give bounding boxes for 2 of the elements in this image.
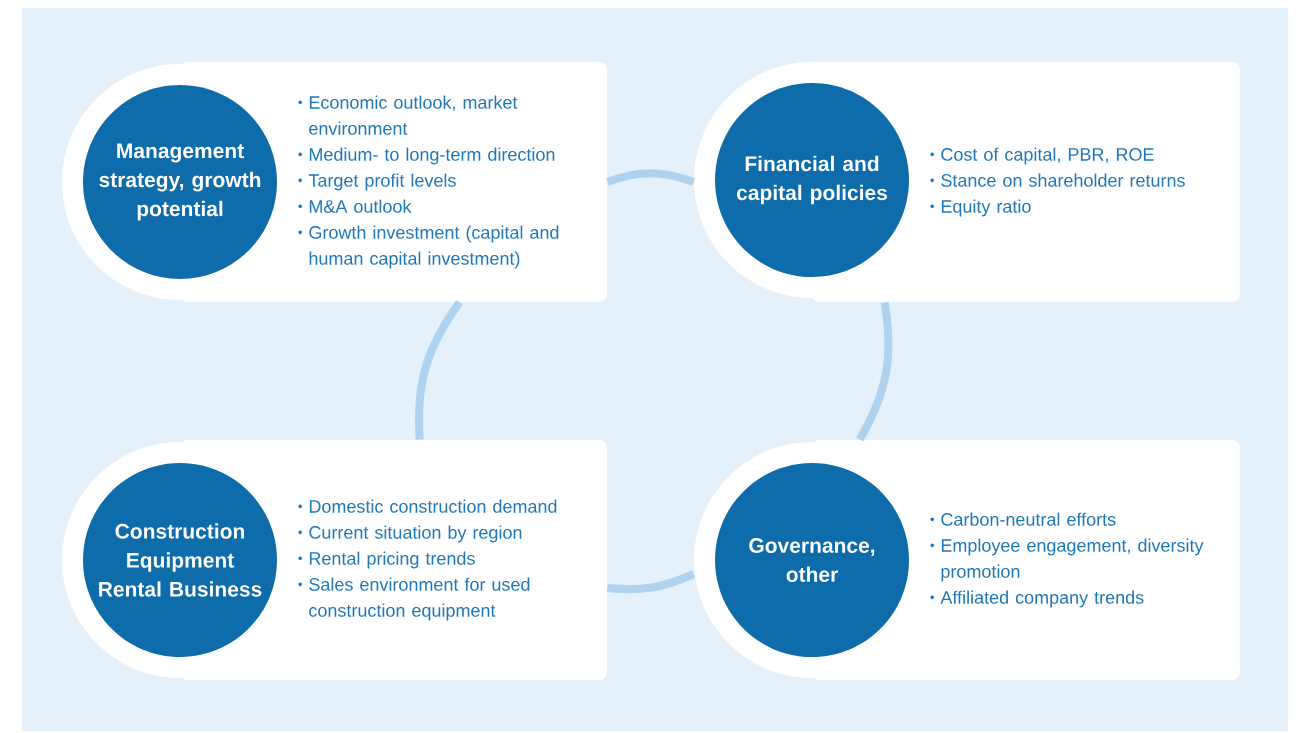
ring-segment: [606, 169, 695, 186]
ring-segment: [856, 301, 893, 442]
